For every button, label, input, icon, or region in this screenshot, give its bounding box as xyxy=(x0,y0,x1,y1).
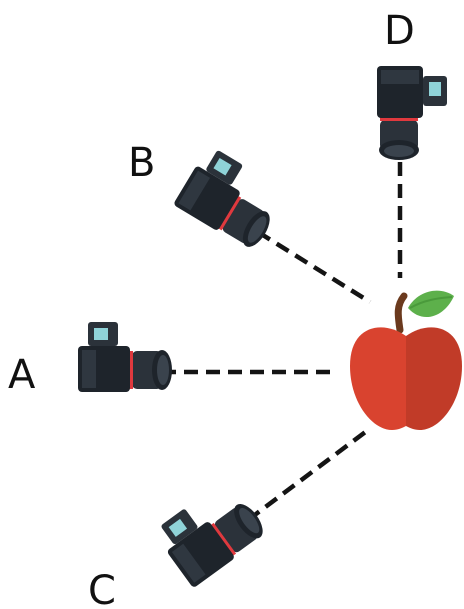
camera-icon xyxy=(172,144,290,253)
sightline-c xyxy=(246,428,370,522)
camera-icon xyxy=(152,476,270,589)
label-d: D xyxy=(384,8,415,54)
camera-icon xyxy=(78,322,172,392)
label-a: A xyxy=(8,352,36,398)
camera-c xyxy=(152,476,270,589)
camera-d xyxy=(377,66,447,160)
sightline-b xyxy=(256,230,372,304)
camera-icon xyxy=(377,66,447,160)
label-c: C xyxy=(88,568,116,609)
apple-icon xyxy=(350,290,462,430)
label-b: B xyxy=(128,140,155,186)
camera-a xyxy=(78,322,172,392)
camera-b xyxy=(172,144,290,253)
